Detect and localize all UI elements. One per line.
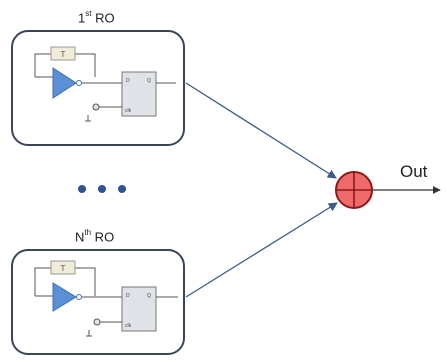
inverter-buffer: [52, 282, 77, 312]
ellipsis-dots: [78, 185, 126, 193]
ff-clock-text: clk: [125, 108, 132, 114]
flip-flop: [121, 286, 157, 332]
xor-cross: [336, 172, 372, 208]
ff-pin-text: Q: [147, 78, 151, 84]
feedback-wire: [34, 53, 96, 77]
clock-source: [92, 103, 100, 111]
ellipsis-dot: [118, 185, 126, 193]
feedback-wire: [34, 267, 96, 296]
block-title-first-sup: st: [85, 9, 92, 18]
delay-label: T: [61, 50, 66, 59]
ground-symbol: [85, 115, 91, 122]
clock-source: [93, 318, 101, 326]
ground-symbol: [86, 330, 92, 337]
ro-block-first-frame: [11, 30, 185, 146]
ro-block-nth: T D Q clk: [11, 249, 185, 355]
delay-element: [50, 46, 76, 61]
inverter-bubble: [76, 80, 82, 86]
connection-arrow-nth: [185, 202, 338, 298]
connection-arrow-first: [185, 82, 337, 179]
xor-combiner: [335, 171, 373, 209]
block-title-nth: Nth RO: [75, 228, 115, 245]
ff-pin-text: Q: [147, 293, 151, 299]
inverter-buffer: [52, 67, 77, 99]
delay-label: T: [61, 264, 66, 273]
inverter-bubble: [76, 294, 82, 300]
block-title-first-main: 1: [78, 10, 86, 26]
ro-block-nth-frame: [11, 249, 185, 355]
ro-block-first: T D Q clk: [11, 30, 185, 146]
ff-pin-text: D: [126, 78, 130, 84]
block-title-first: 1st RO: [78, 9, 115, 26]
block-title-nth-main: N: [75, 229, 85, 245]
output-label: Out: [400, 162, 428, 181]
ellipsis-dot: [78, 185, 86, 193]
ff-pin-text: D: [126, 293, 130, 299]
block-title-first-suffix: RO: [91, 10, 115, 26]
block-title-nth-sup: th: [84, 228, 92, 237]
block-title-nth-suffix: RO: [91, 229, 115, 245]
ellipsis-dot: [98, 185, 106, 193]
ff-clock-text: clk: [125, 323, 132, 329]
delay-element: [50, 260, 76, 275]
flip-flop: [121, 71, 157, 117]
